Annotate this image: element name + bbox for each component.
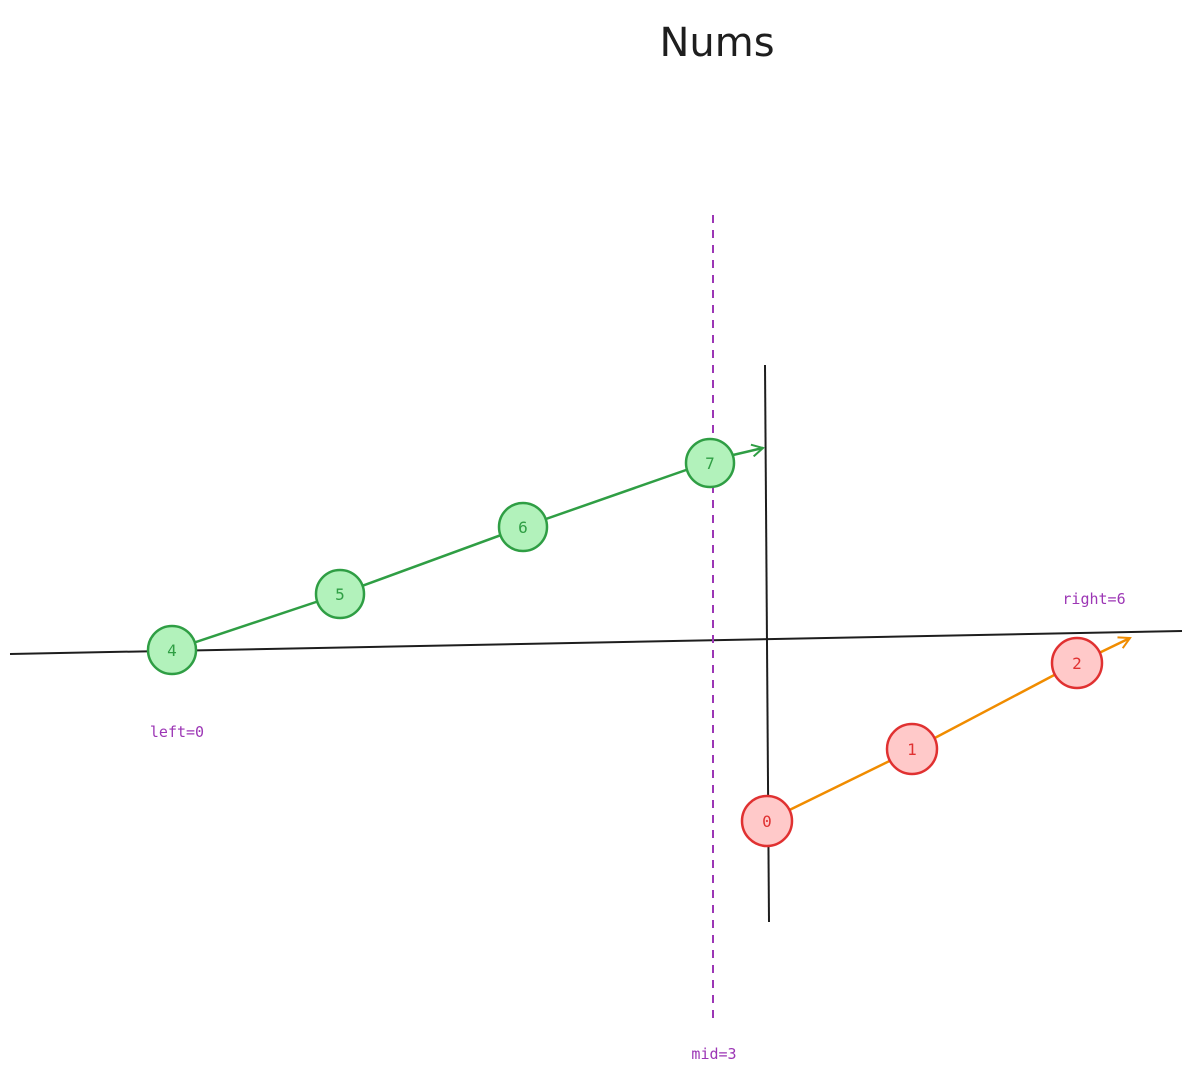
- mid-pointer-label: mid=3: [691, 1045, 736, 1063]
- node-label: 1: [907, 740, 917, 759]
- node-circle: [314, 568, 366, 620]
- node-0: 0: [740, 794, 794, 848]
- node-label: 0: [762, 812, 772, 831]
- node-1: 1: [885, 722, 939, 776]
- right-segment-arrow: [1098, 638, 1130, 655]
- node-2: 2: [1050, 636, 1104, 690]
- node-5: 5: [314, 568, 366, 620]
- node-circle: [885, 722, 939, 776]
- node-label: 6: [518, 518, 528, 537]
- node-circle: [146, 624, 198, 676]
- right-pointer-label: right=6: [1062, 590, 1125, 608]
- node-circle: [740, 794, 794, 848]
- node-7: 7: [684, 437, 736, 489]
- node-label: 4: [167, 641, 177, 660]
- node-label: 5: [335, 585, 345, 604]
- diagram-title: Nums: [659, 20, 774, 66]
- node-4: 4: [146, 624, 198, 676]
- node-circle: [1050, 636, 1104, 690]
- left-segment-arrow: [732, 448, 763, 455]
- left-pointer-label: left=0: [150, 723, 204, 741]
- node-circle: [497, 501, 549, 553]
- horizontal-axis: [9, 630, 1183, 655]
- node-label: 2: [1072, 654, 1082, 673]
- node-label: 7: [705, 454, 715, 473]
- left-segment-line: [171, 460, 710, 652]
- node-circle: [684, 437, 736, 489]
- node-6: 6: [497, 501, 549, 553]
